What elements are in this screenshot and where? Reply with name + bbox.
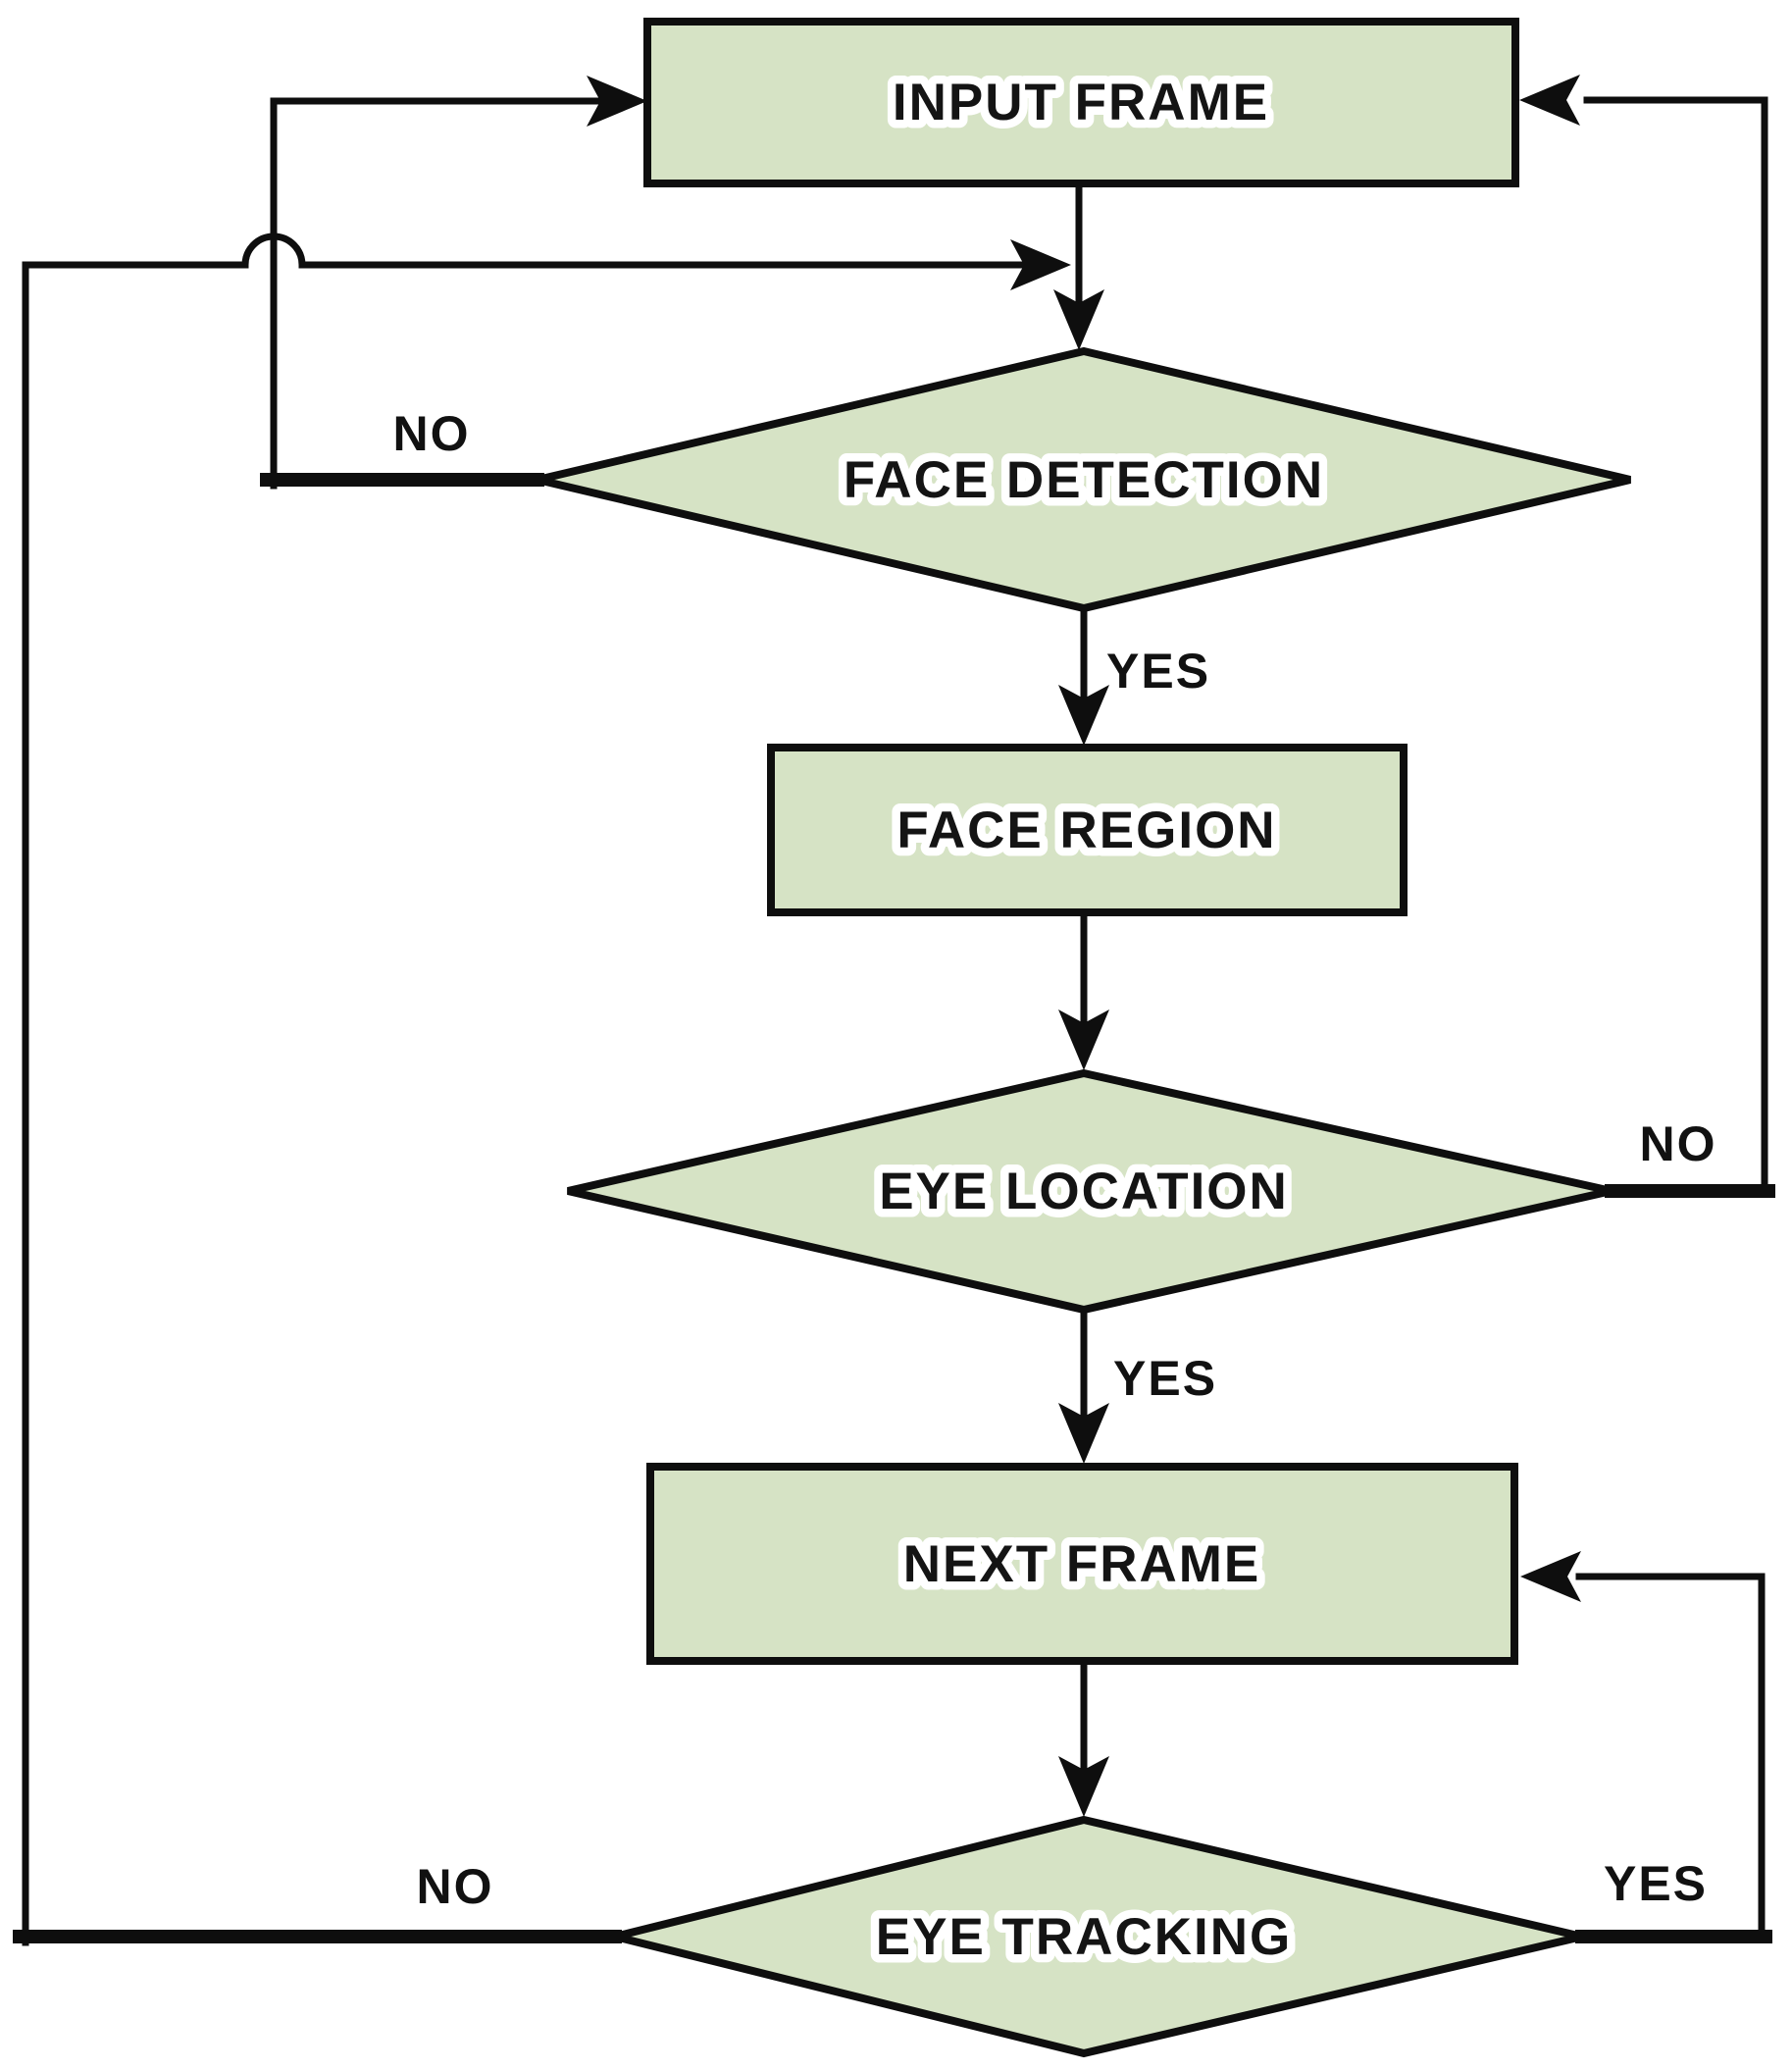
face-region-box: [767, 744, 1408, 916]
node-eye-location: EYE LOCATION: [567, 1068, 1613, 1315]
arrowhead-into-eyelocation: [1058, 1009, 1109, 1070]
face-detection-yes-label: YES: [1106, 644, 1210, 699]
edge-eyetracking-yes-return: [1575, 1573, 1766, 1941]
edge-lines: [13, 96, 1775, 1946]
eye-location-label: EYE LOCATION: [879, 1163, 1289, 1220]
face-region-label: FACE REGION: [896, 802, 1276, 859]
arrowhead-into-eyetracking: [1058, 1756, 1109, 1817]
node-eye-tracking: EYE TRACKING: [614, 1815, 1583, 2058]
arrowhead-into-nextframe-right: [1520, 1551, 1581, 1602]
eye-location-diamond: [567, 1068, 1613, 1315]
eye-tracking-label: EYE TRACKING: [876, 1908, 1292, 1966]
node-face-detection: FACE DETECTION: [537, 346, 1631, 613]
edge-facedetection-no-return: [270, 97, 610, 490]
arrowhead-into-facedetection: [1053, 289, 1104, 350]
face-detection-diamond: [537, 346, 1631, 613]
arrowhead-into-inputframe-left: [587, 76, 647, 127]
input-frame-box: [643, 18, 1519, 187]
eye-tracking-no-label: NO: [417, 1859, 494, 1914]
node-next-frame: NEXT FRAME: [646, 1463, 1518, 1665]
face-detection-no-label: NO: [393, 406, 471, 461]
eye-tracking-diamond: [614, 1815, 1583, 2058]
arrowheads: [587, 75, 1581, 1817]
eye-location-yes-label: YES: [1113, 1351, 1217, 1406]
next-frame-label: NEXT FRAME: [903, 1535, 1261, 1593]
arrowhead-into-nextframe: [1058, 1403, 1109, 1464]
branch-labels: NO YES NO YES NO YES: [393, 406, 1717, 1914]
nodes: INPUT FRAME FACE DETECTION FACE REGION E…: [537, 18, 1631, 2058]
node-input-frame: INPUT FRAME: [643, 18, 1519, 187]
arrowhead-into-faceregion: [1058, 685, 1109, 746]
next-frame-box: [646, 1463, 1518, 1665]
arrowhead-feedline-right: [1010, 239, 1071, 290]
input-frame-label: INPUT FRAME: [893, 74, 1269, 131]
face-detection-label: FACE DETECTION: [844, 451, 1324, 509]
node-face-region: FACE REGION: [767, 744, 1408, 916]
eye-tracking-yes-label: YES: [1604, 1856, 1708, 1911]
eye-location-no-label: NO: [1640, 1116, 1717, 1171]
edge-eyelocation-no-return: [1583, 96, 1768, 1195]
arrowhead-into-inputframe-right: [1519, 75, 1580, 126]
